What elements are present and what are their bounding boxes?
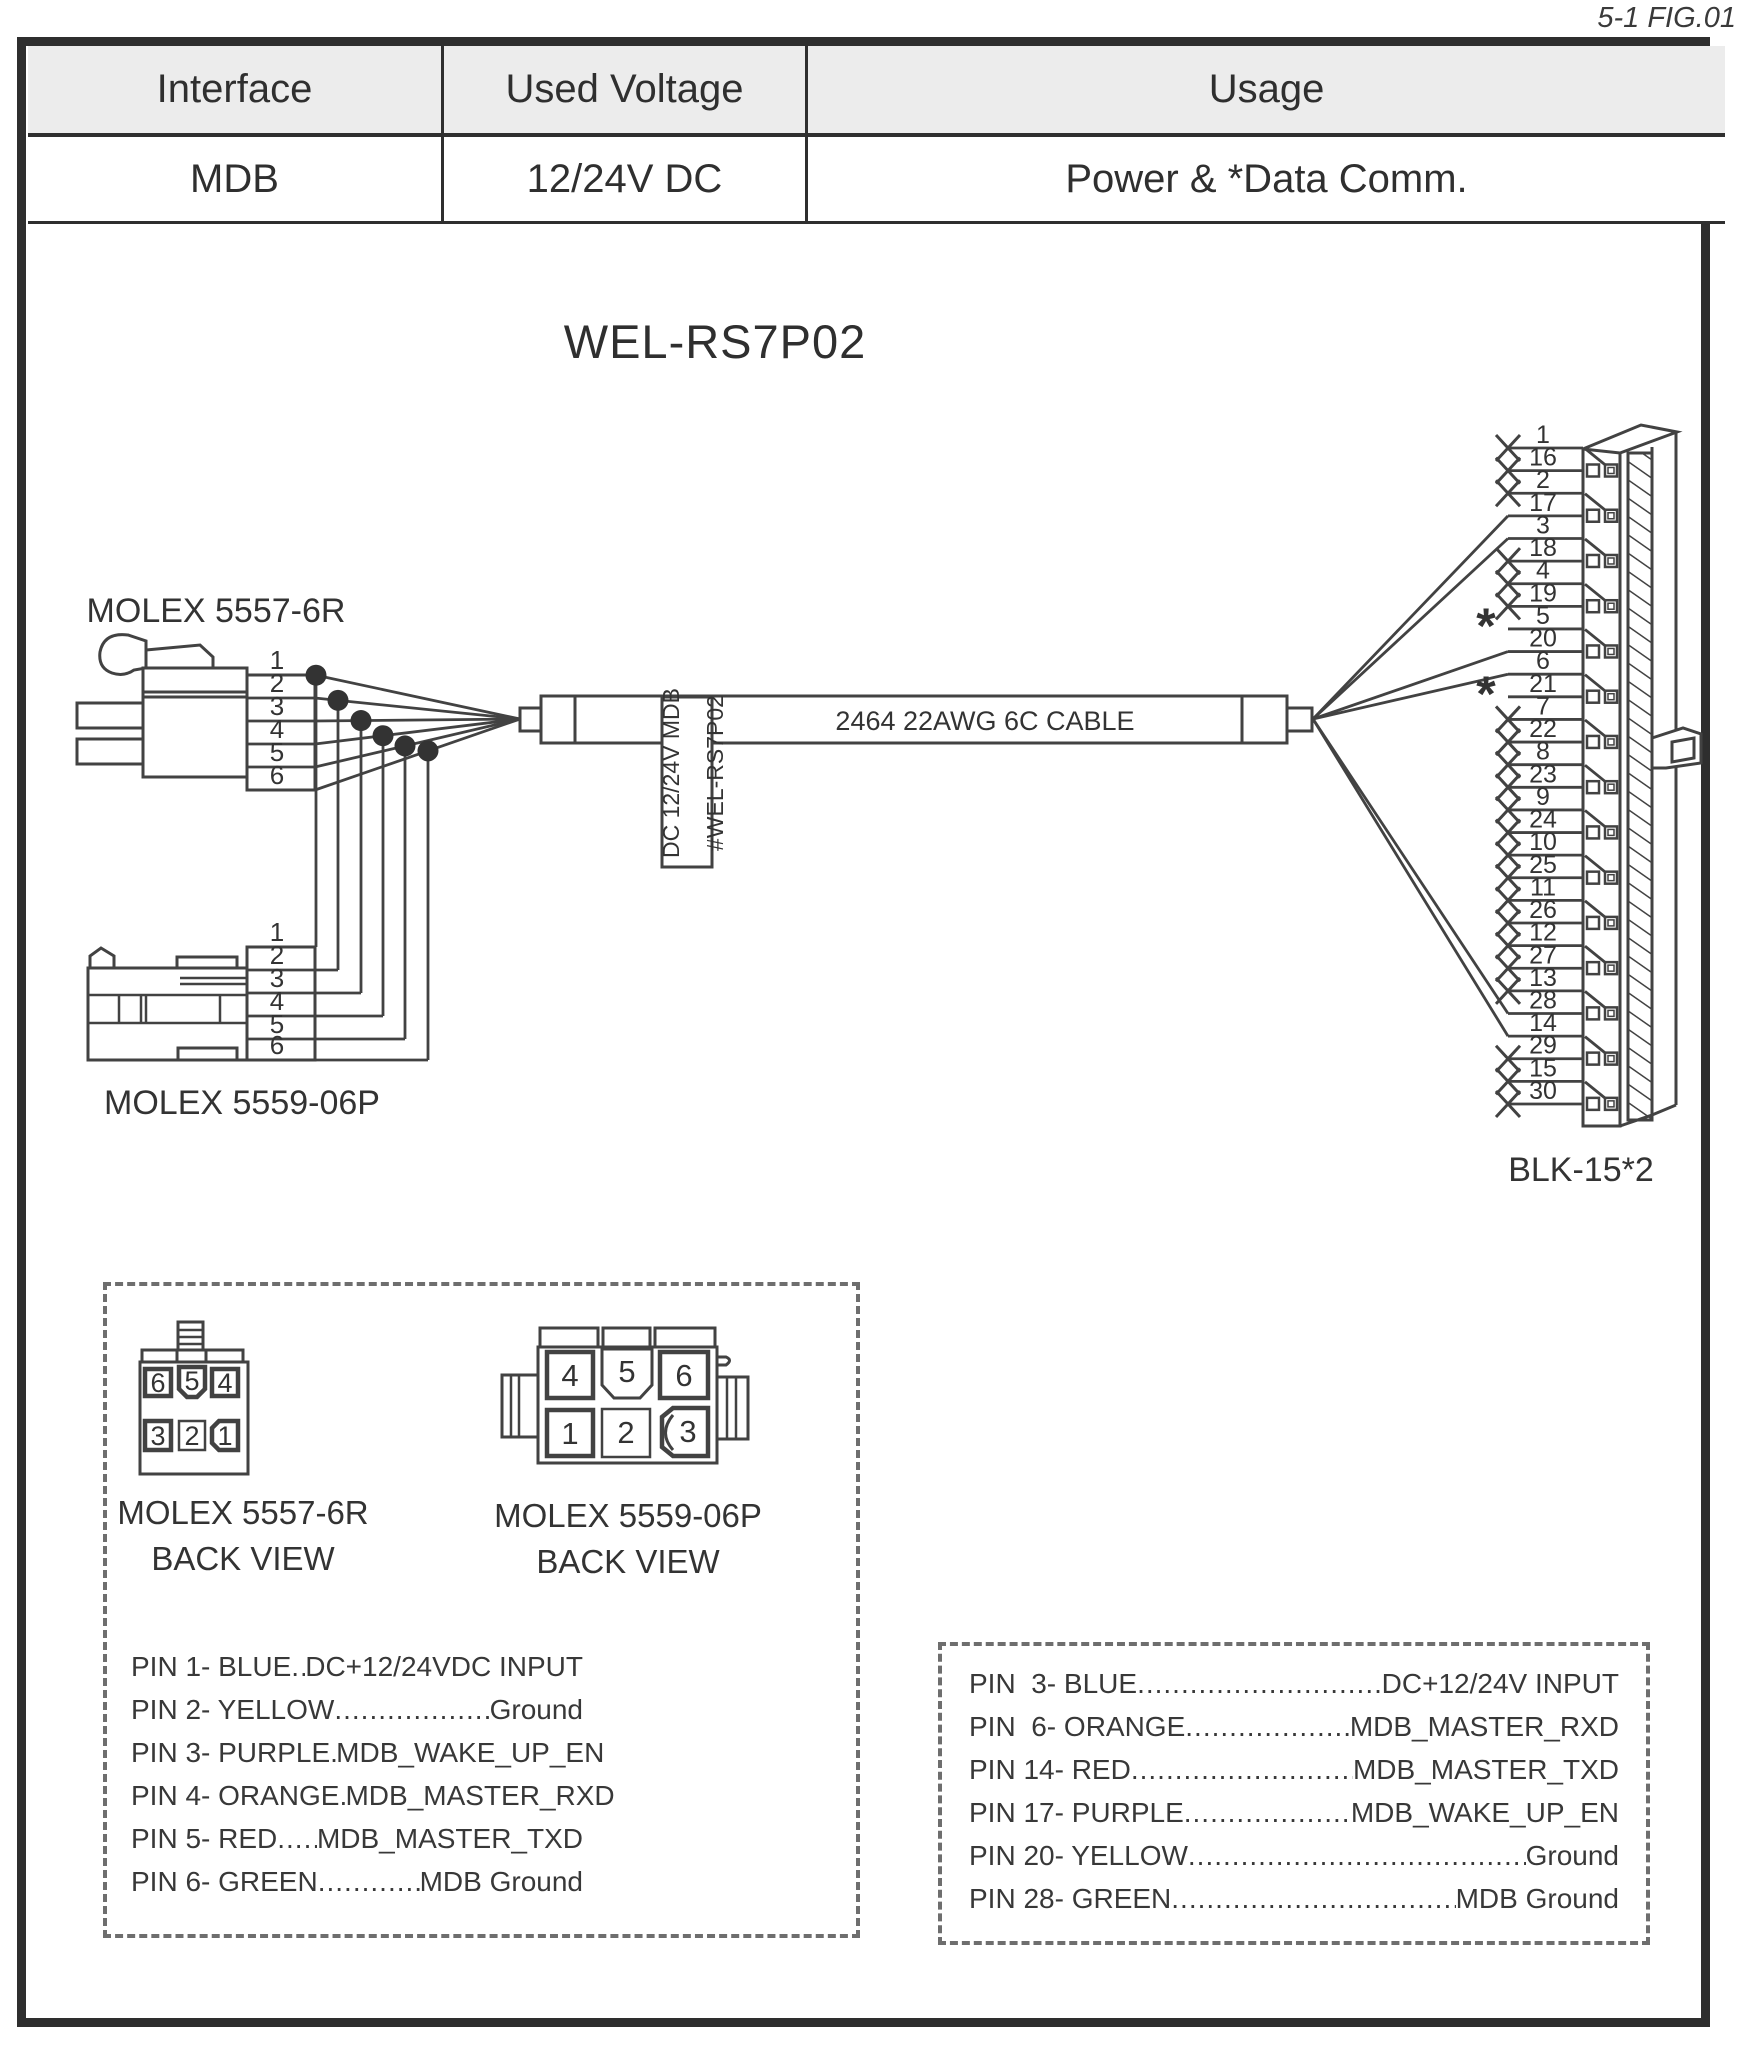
pin-color-label: PIN 4- ORANGE xyxy=(131,1780,340,1811)
pinout-left-row: PIN 5- RED MDB_MASTER_TXD xyxy=(131,1823,583,1866)
pin-color-label: PIN 1- BLUE xyxy=(131,1651,292,1682)
pin-signal-label: MDB_WAKE_UP_EN xyxy=(336,1737,605,1768)
pin-signal-label: DC+12/24VDC INPUT xyxy=(305,1651,583,1682)
pinout-right-row: PIN 28- GREEN MDB Ground xyxy=(969,1883,1619,1926)
pin-color-label: PIN 6- ORANGE xyxy=(969,1711,1186,1742)
pinout-left-row: PIN 2- YELLOW Ground xyxy=(131,1694,583,1737)
cable-part-number-title: WEL-RS7P02 xyxy=(563,315,867,368)
pinout-list-blk: PIN 3- BLUE DC+12/24V INPUT PIN 6- ORANGE M… xyxy=(969,1668,1619,1926)
leader-dots xyxy=(318,1866,420,1898)
pinout-left-row: PIN 1- BLUE DC+12/24VDC INPUT xyxy=(131,1651,583,1694)
pin-color-label: PIN 3- PURPLE xyxy=(131,1737,331,1768)
pin-color-label: PIN 2- YELLOW xyxy=(131,1694,335,1725)
pinout-left-row: PIN 6- GREEN MDB Ground xyxy=(131,1866,583,1909)
pin-color-label: PIN 28- GREEN xyxy=(969,1883,1172,1914)
spec-table-value-row: MDB 12/24V DC Power & *Data Comm. xyxy=(28,135,1725,224)
pin-signal-label: MDB Ground xyxy=(419,1866,583,1897)
value-interface: MDB xyxy=(28,135,444,224)
leader-dots xyxy=(1137,1668,1382,1700)
page-border xyxy=(17,37,1710,2027)
interface-spec-table: Interface Used Voltage Usage MDB 12/24V … xyxy=(28,46,1725,224)
pinout-list-molex: PIN 1- BLUE DC+12/24VDC INPUT PIN 2- YELLO… xyxy=(131,1651,615,1909)
pinout-right-row: PIN 20- YELLOW Ground xyxy=(969,1840,1619,1883)
pin-color-label: PIN 17- PURPLE xyxy=(969,1797,1184,1828)
leader-dots xyxy=(291,1651,305,1683)
pin-color-label: PIN 20- YELLOW xyxy=(969,1840,1188,1871)
pinout-left-row: PIN 4- ORANGEMDB_MASTER_RXD xyxy=(131,1780,615,1823)
leader-dots xyxy=(1184,1797,1351,1829)
leader-dots xyxy=(1131,1754,1353,1786)
pin-signal-label: MDB Ground xyxy=(1455,1883,1619,1914)
pin-signal-label: MDB_MASTER_TXD xyxy=(316,1823,583,1854)
pin-color-label: PIN 3- BLUE xyxy=(969,1668,1138,1699)
leader-dots xyxy=(1188,1840,1526,1872)
pin-color-label: PIN 6- GREEN xyxy=(131,1866,318,1897)
pinout-right-row: PIN 14- RED MDB_MASTER_TXD xyxy=(969,1754,1619,1797)
pin-signal-label: Ground xyxy=(1525,1840,1619,1871)
leader-dots xyxy=(334,1694,489,1726)
pinout-left-row: PIN 3- PURPLEMDB_WAKE_UP_EN xyxy=(131,1737,604,1780)
leader-dots xyxy=(1171,1883,1455,1915)
header-usage: Usage xyxy=(805,46,1725,137)
pin-signal-label: DC+12/24V INPUT xyxy=(1381,1668,1619,1699)
pin-signal-label: Ground xyxy=(489,1694,583,1725)
leader-dots xyxy=(1185,1711,1350,1743)
pin-signal-label: MDB_MASTER_RXD xyxy=(1349,1711,1619,1742)
pin-signal-label: MDB_WAKE_UP_EN xyxy=(1350,1797,1619,1828)
pinout-right-row: PIN 3- BLUE DC+12/24V INPUT xyxy=(969,1668,1619,1711)
spec-table-header-row: Interface Used Voltage Usage xyxy=(28,46,1725,137)
pinout-box-molex: PIN 1- BLUE DC+12/24VDC INPUT PIN 2- YELLO… xyxy=(103,1282,860,1938)
pinout-box-blk: PIN 3- BLUE DC+12/24V INPUT PIN 6- ORANGE M… xyxy=(938,1642,1650,1945)
pinout-right-row: PIN 6- ORANGE MDB_MASTER_RXD xyxy=(969,1711,1619,1754)
figure-number-label: 5-1 FIG.01 xyxy=(1597,2,1736,34)
pin-color-label: PIN 14- RED xyxy=(969,1754,1131,1785)
pinout-right-row: PIN 17- PURPLE MDB_WAKE_UP_EN xyxy=(969,1797,1619,1840)
header-used-voltage: Used Voltage xyxy=(441,46,808,137)
value-usage: Power & *Data Comm. xyxy=(805,135,1725,224)
leader-dots xyxy=(277,1823,317,1855)
header-interface: Interface xyxy=(28,46,444,137)
value-used-voltage: 12/24V DC xyxy=(441,135,808,224)
pin-color-label: PIN 5- RED xyxy=(131,1823,278,1854)
pin-signal-label: MDB_MASTER_TXD xyxy=(1352,1754,1619,1785)
pin-signal-label: MDB_MASTER_RXD xyxy=(345,1780,615,1811)
